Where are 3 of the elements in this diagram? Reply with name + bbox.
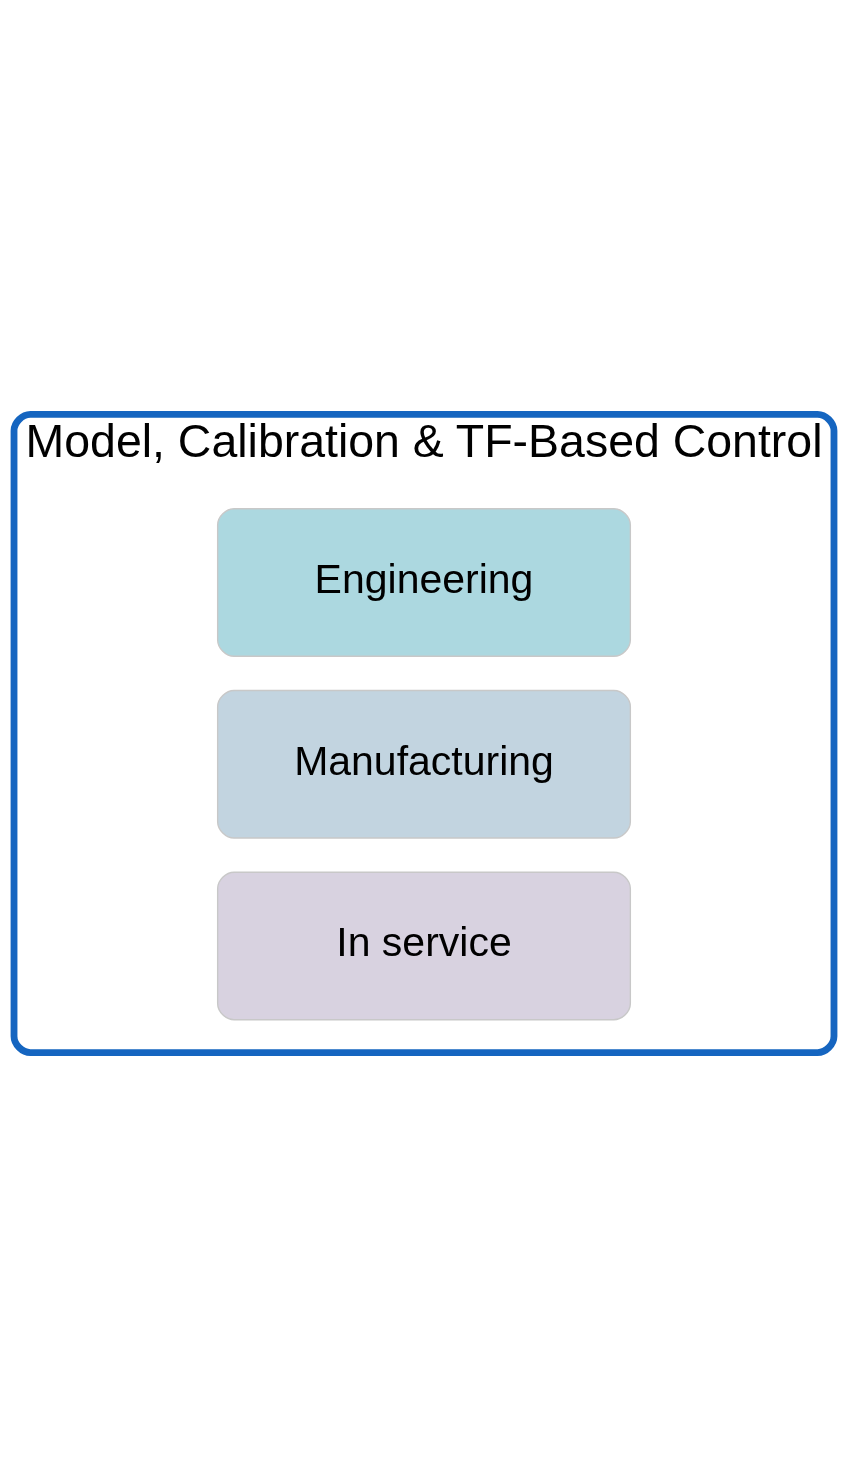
- node-box: In service: [216, 871, 632, 1020]
- node-box: Manufacturing: [216, 689, 632, 839]
- node-box: Engineering: [216, 507, 632, 657]
